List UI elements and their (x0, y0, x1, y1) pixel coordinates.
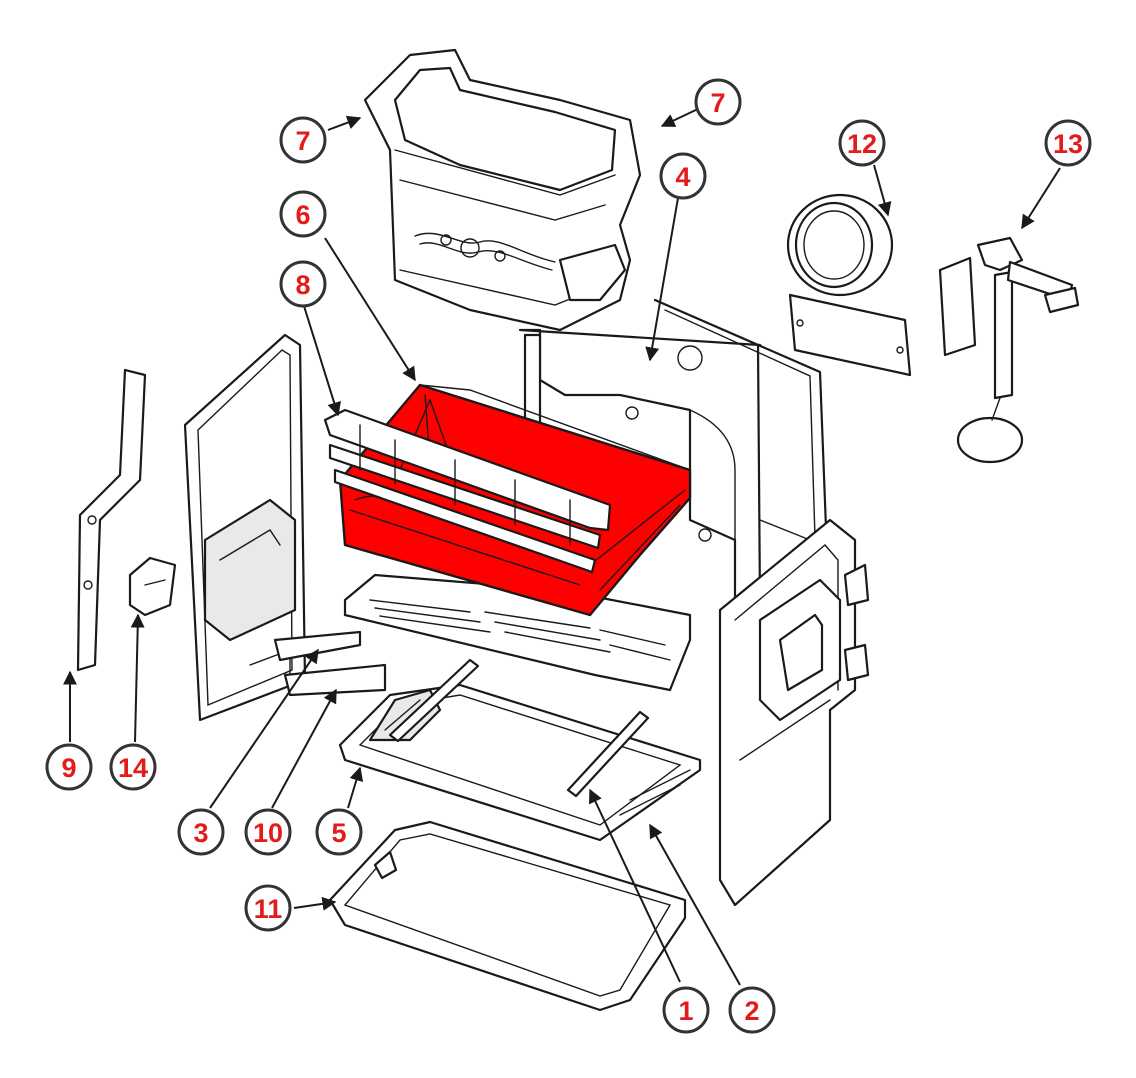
part-grate (343, 573, 692, 692)
callout-9: 9 (45, 743, 93, 791)
callout-10: 10 (244, 808, 292, 856)
svg-text:4: 4 (675, 162, 690, 192)
callout-7-right: 7 (694, 78, 742, 126)
svg-text:14: 14 (118, 753, 148, 783)
svg-text:8: 8 (295, 270, 310, 300)
svg-text:10: 10 (253, 818, 283, 848)
callout-14: 14 (109, 743, 157, 791)
callout-4: 4 (659, 152, 707, 200)
svg-text:9: 9 (61, 753, 76, 783)
callout-11: 11 (244, 884, 292, 932)
leader-lines (63, 107, 1061, 986)
svg-text:12: 12 (847, 129, 877, 159)
part-front-bars (323, 408, 612, 574)
svg-text:6: 6 (295, 200, 310, 230)
part-flue-ring (786, 193, 912, 377)
part-ash-tray (328, 820, 687, 1012)
hopper-ornament (414, 232, 556, 271)
callout-3: 3 (177, 808, 225, 856)
callout-1: 1 (662, 986, 710, 1034)
callout-7-left: 7 (279, 116, 327, 164)
svg-text:2: 2 (744, 996, 759, 1026)
part-clip (128, 556, 177, 617)
svg-text:7: 7 (710, 88, 725, 118)
part-poker-handle (76, 368, 147, 672)
callout-12: 12 (838, 119, 886, 167)
callout-2: 2 (728, 986, 776, 1034)
svg-text:7: 7 (295, 126, 310, 156)
callout-13: 13 (1044, 119, 1092, 167)
callout-6: 6 (279, 190, 327, 238)
svg-text:11: 11 (254, 894, 283, 924)
part-left-door (183, 333, 307, 722)
svg-text:1: 1 (678, 996, 693, 1026)
svg-text:13: 13 (1053, 129, 1083, 159)
part-right-door (718, 518, 870, 907)
part-top-hopper (363, 48, 642, 332)
part-poker-rod (388, 658, 650, 798)
svg-text:5: 5 (331, 818, 346, 848)
callout-8: 8 (279, 260, 327, 308)
callout-5: 5 (315, 808, 363, 856)
part-side-rail (273, 630, 387, 697)
part-damper-assembly (938, 236, 1080, 464)
part-ashpan-frame (338, 683, 702, 842)
svg-text:3: 3 (193, 818, 208, 848)
grate-slots (369, 599, 671, 661)
